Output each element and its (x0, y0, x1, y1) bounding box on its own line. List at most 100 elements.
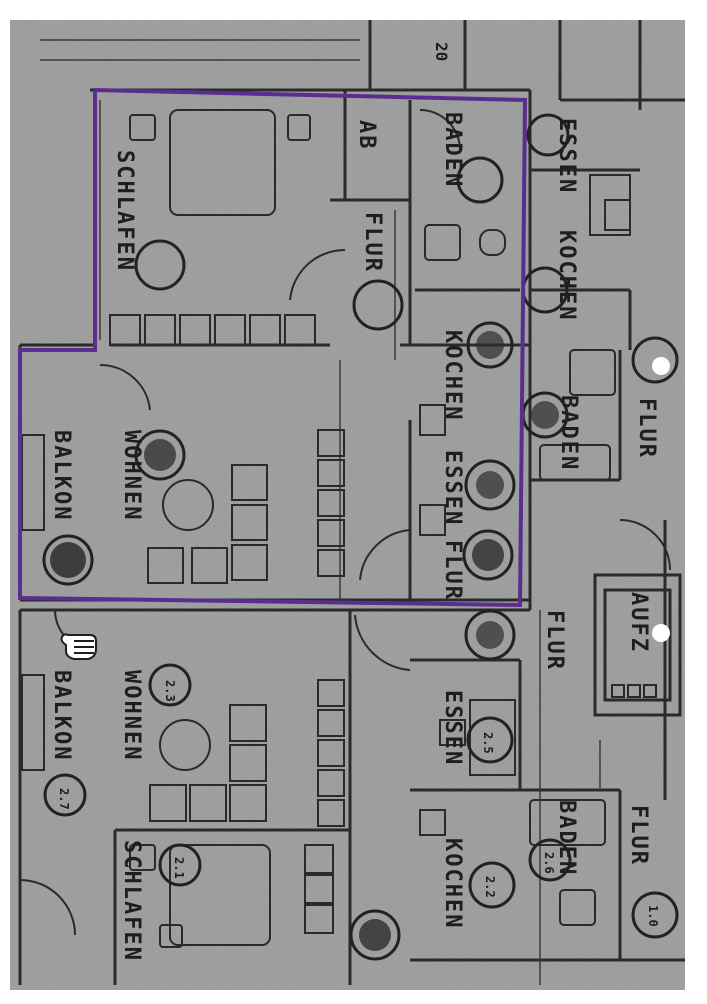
kitchen-unit (419, 504, 446, 536)
sofa-cushion (229, 744, 267, 782)
wardrobe-cell (109, 314, 141, 346)
scan-grain (10, 20, 685, 990)
room-marker (631, 336, 679, 384)
room-label-flur-bottom-right: FLUR (626, 805, 651, 866)
room-marker (134, 239, 186, 291)
shelf-cell (317, 769, 345, 797)
nightstand (129, 114, 156, 141)
room-marker (466, 716, 514, 764)
room-marker (526, 113, 570, 157)
shelf-cell (317, 459, 345, 487)
number-2-2: 2.2 (483, 876, 497, 898)
lift-button (643, 684, 657, 698)
balcony-bench (21, 674, 45, 771)
room-marker (352, 279, 404, 331)
number-1-0: 1.0 (646, 905, 660, 927)
room-label-aufzug: AUFZ (626, 592, 651, 653)
door-swing (99, 363, 151, 411)
bed (169, 109, 276, 216)
room-label-flur-mid: FLUR (440, 540, 465, 601)
door-swing (359, 529, 411, 581)
sofa-cushion (149, 784, 187, 822)
door-swing (619, 519, 671, 571)
shelf-cell (317, 739, 345, 767)
door-swing (354, 614, 411, 671)
wardrobe-cell (304, 874, 334, 904)
number-2-6: 2.6 (542, 852, 556, 874)
shelf-cell (317, 709, 345, 737)
shelf-cell (317, 489, 345, 517)
room-marker (148, 663, 192, 707)
room-marker (464, 459, 516, 511)
room-marker (456, 156, 504, 204)
room-label-flur-right: FLUR (634, 398, 659, 459)
room-marker-dot (50, 542, 86, 578)
room-marker-dot (472, 539, 504, 571)
shelf-cell (317, 429, 345, 457)
shelf-cell (317, 549, 345, 577)
room-label-kochen-top-right: KOCHEN (554, 230, 579, 321)
room-label-schlafen-bottom: SCHLAFEN (119, 840, 144, 962)
coffee-table (159, 719, 211, 771)
stove (604, 199, 631, 231)
room-marker-dot (531, 401, 559, 429)
room-marker (464, 609, 516, 661)
nightstand (159, 924, 183, 948)
sofa-cushion (231, 464, 268, 501)
hand-icon (60, 633, 97, 660)
sofa-cushion (231, 504, 268, 541)
door-swing (419, 109, 461, 151)
number-2-1: 2.1 (172, 857, 186, 879)
sofa-cushion (231, 544, 268, 581)
washbasin (424, 224, 461, 261)
room-marker (158, 843, 202, 887)
room-marker-dot (476, 621, 504, 649)
wardrobe-cell (284, 314, 316, 346)
room-marker-dot (476, 331, 504, 359)
room-labels: SCHLAFEN AB BADEN ESSEN KOCHEN FLUR KOCH… (49, 112, 659, 962)
kitchen-unit (419, 404, 446, 436)
washbasin (559, 889, 596, 926)
shelf-cell (317, 799, 345, 827)
elevator-car (603, 588, 672, 702)
door-swing (19, 879, 76, 936)
room-numbers: 20 2.3 2.7 2.5 2.6 1.0 2.1 2.2 (57, 42, 660, 927)
door-swing (289, 248, 346, 301)
room-marker-dot (476, 471, 504, 499)
nightstand (287, 114, 311, 141)
room-label-essen-mid: ESSEN (440, 450, 465, 526)
number-2-7: 2.7 (57, 788, 71, 810)
apartment-highlight-outline (18, 88, 528, 608)
wardrobe-cell (214, 314, 246, 346)
bathtub (529, 799, 606, 846)
vanity (539, 444, 611, 481)
number-20: 20 (432, 42, 451, 61)
wardrobe-cell (144, 314, 176, 346)
room-label-essen-bottom: ESSEN (440, 690, 465, 766)
room-marker (42, 534, 94, 586)
room-label-wohnen-bottom: WOHNEN (119, 670, 144, 761)
number-2-3: 2.3 (163, 680, 177, 702)
punch-hole (652, 357, 670, 375)
furniture (21, 109, 657, 948)
room-marker-dot (144, 439, 176, 471)
counter (469, 699, 516, 776)
room-label-schlafen-top: SCHLAFEN (112, 150, 137, 272)
sofa-cushion (229, 704, 267, 742)
sofa-cushion (189, 784, 227, 822)
room-marker (349, 909, 401, 961)
thin-lines (40, 39, 601, 985)
room-label-balkon-top: BALKON (49, 430, 74, 521)
lift-button (627, 684, 641, 698)
sofa-cushion (229, 784, 267, 822)
wardrobe-cell (304, 844, 334, 874)
room-marker (462, 529, 514, 581)
sofa-cushion (147, 547, 184, 584)
lift-button (611, 684, 625, 698)
room-label-wohnen-top: WOHNEN (119, 430, 144, 521)
room-marker (466, 321, 514, 369)
shelf-cell (317, 679, 345, 707)
room-marker (631, 891, 679, 939)
room-marker (43, 773, 87, 817)
